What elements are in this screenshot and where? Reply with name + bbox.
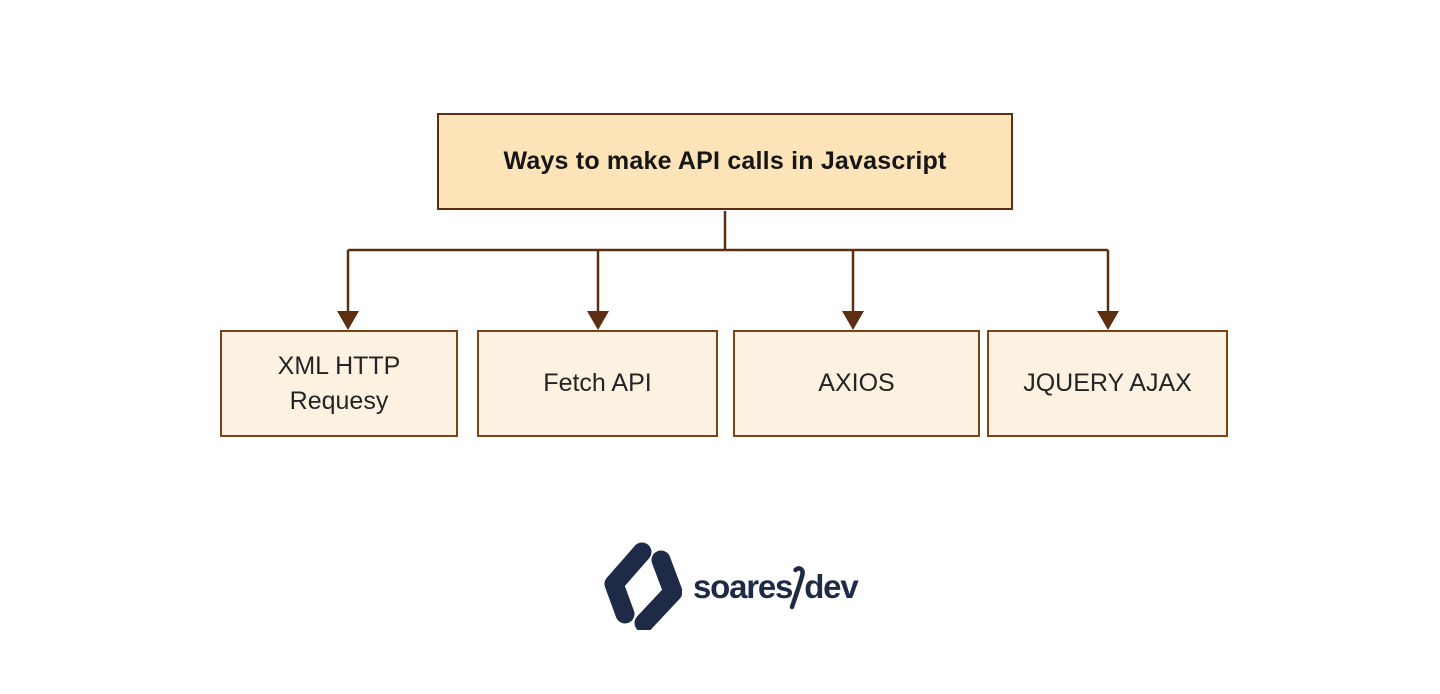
node-xml-http-request: XML HTTP Requesy: [220, 330, 458, 437]
arrowhead-icon-3: [842, 311, 864, 330]
node-root-ways-to-make-api-calls: Ways to make API calls in Javascript: [437, 113, 1013, 210]
logo-text: soares dev: [693, 563, 859, 610]
logo-soaresdev: soares dev: [598, 540, 859, 632]
soaresdev-chevrons-icon: [604, 542, 682, 630]
node-jquery-ajax: JQUERY AJAX: [987, 330, 1228, 437]
arrowhead-icon-1: [337, 311, 359, 330]
logo-text-dev: dev: [804, 567, 858, 605]
logo-slash-icon: [789, 566, 806, 610]
logo-text-soares: soares: [693, 567, 793, 605]
node-fetch-api-label: Fetch API: [543, 369, 652, 397]
arrowhead-icon-4: [1097, 311, 1119, 330]
node-fetch-api: Fetch API: [477, 330, 718, 437]
node-axios: AXIOS: [733, 330, 980, 437]
node-jquery-ajax-label: JQUERY AJAX: [1023, 369, 1192, 397]
node-root-label: Ways to make API calls in Javascript: [503, 147, 947, 175]
node-xml-http-request-label: XML HTTP Requesy: [277, 351, 401, 415]
node-axios-label: AXIOS: [818, 369, 895, 397]
arrowhead-icon-2: [587, 311, 609, 330]
